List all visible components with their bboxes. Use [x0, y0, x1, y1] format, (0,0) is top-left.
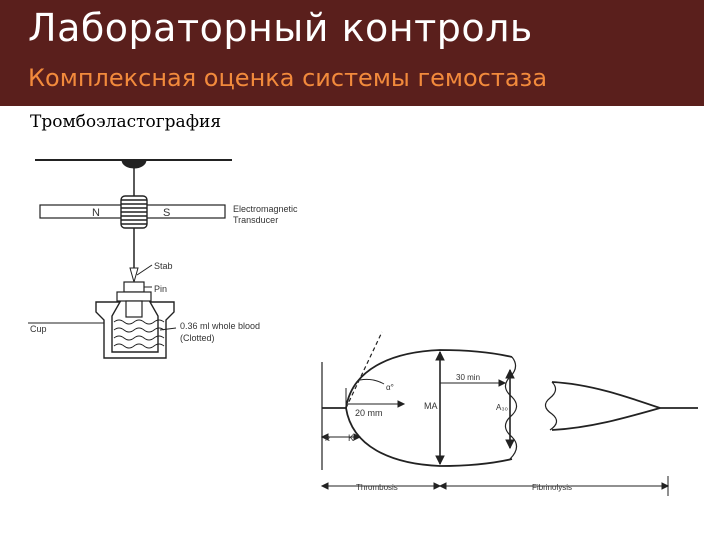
teg-trace [320, 331, 698, 496]
right-edge-strip [704, 0, 720, 540]
amplitude-upper [345, 349, 513, 409]
slide-subtitle: Комплексная оценка системы гемостаза [28, 64, 548, 92]
apparatus-labels: N S Electromagnetic Transducer Stab Pin … [30, 204, 298, 343]
cup-label: Cup [30, 324, 47, 334]
r-arrow [320, 433, 329, 441]
cup-body [95, 301, 175, 359]
twenty-mm-label: 20 mm [355, 408, 383, 418]
figure-caption: Тромбоэластография [30, 112, 222, 132]
lysis-upper [551, 381, 661, 409]
thrombosis-arrow-right [433, 482, 442, 490]
a30-label: A₃₀ [496, 403, 508, 412]
fibrinolysis-arrow-right [661, 482, 670, 490]
teg-apparatus [28, 159, 232, 359]
transducer-label-1: Electromagnetic [233, 204, 298, 214]
break-wave-right [544, 381, 558, 431]
magnet-n-label: N [92, 207, 100, 219]
twenty-mm-arrow [397, 400, 406, 408]
ma-arrow-top [435, 350, 445, 361]
trace-labels: α° 20 mm R K MA 30 min A₃₀ Thrombosis Fi… [325, 373, 572, 492]
pin-label: Pin [154, 284, 167, 294]
lysis-lower [551, 407, 661, 431]
blood-label-1: 0.36 ml whole blood [180, 321, 260, 331]
thirty-min-label: 30 min [456, 373, 480, 382]
a30-arrow-bottom [505, 439, 515, 450]
stab-leader [136, 264, 153, 276]
fibrinolysis-arrow-left [438, 482, 447, 490]
stab-tip [129, 267, 139, 284]
k-label: K [348, 433, 354, 443]
k-arrow [353, 433, 362, 441]
wire-anchor [121, 159, 147, 169]
blood-sample [113, 319, 165, 349]
amplitude-lower [345, 407, 513, 467]
pin-body [125, 300, 143, 318]
transducer-label-2: Transducer [233, 215, 278, 225]
slide-header: Лабораторный контроль Комплексная оценка… [0, 0, 704, 106]
alpha-arc [359, 378, 385, 385]
ma-arrow-bottom [435, 455, 445, 466]
ma-label: MA [424, 401, 438, 411]
blood-leader [159, 327, 177, 331]
slide-title: Лабораторный контроль [28, 6, 533, 50]
stab-label: Stab [154, 261, 173, 271]
transducer-coil [120, 195, 148, 229]
r-label: R [325, 436, 330, 443]
magnet-s-label: S [163, 207, 170, 219]
alpha-label: α° [386, 383, 394, 392]
thrombosis-label: Thrombosis [356, 483, 398, 492]
pin-collar [116, 291, 152, 302]
fibrinolysis-label: Fibrinolysis [532, 483, 572, 492]
a30-arrow-top [505, 368, 515, 379]
thirty-min-arrow [498, 379, 507, 387]
thrombosis-arrow-left [320, 482, 329, 490]
blood-label-2: (Clotted) [180, 333, 215, 343]
pin-head [123, 281, 145, 293]
alpha-tangent [345, 331, 383, 409]
